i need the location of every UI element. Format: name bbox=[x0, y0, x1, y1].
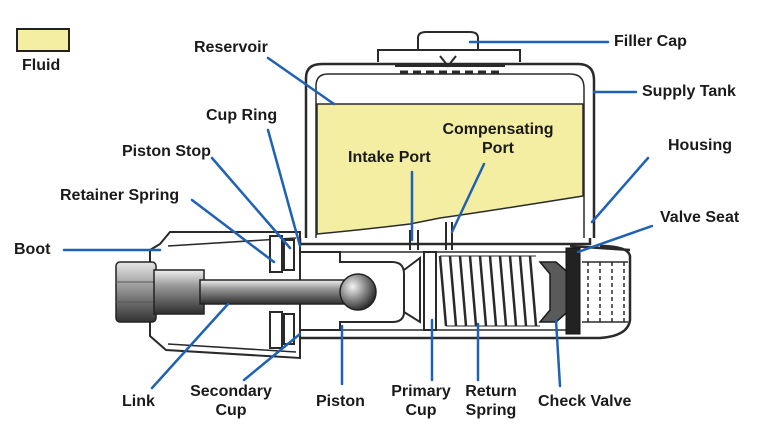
label-intake-port: Intake Port bbox=[348, 149, 431, 166]
label-compensating-port-line2: Port bbox=[482, 140, 514, 157]
label-primary-cup-line1: Primary bbox=[391, 383, 451, 400]
leader-secondary-cup bbox=[242, 332, 302, 382]
label-valve-seat: Valve Seat bbox=[660, 209, 740, 226]
label-piston-stop: Piston Stop bbox=[122, 143, 211, 160]
piston-stop-assembly bbox=[269, 235, 295, 349]
label-cup-ring: Cup Ring bbox=[206, 107, 278, 124]
leader-valve-seat bbox=[576, 224, 654, 254]
label-filler-cap: Filler Cap bbox=[614, 33, 687, 50]
label-secondary-cup-line1: Secondary bbox=[190, 383, 272, 400]
label-piston: Piston bbox=[316, 393, 365, 410]
label-link: Link bbox=[122, 393, 155, 410]
bore bbox=[310, 251, 580, 331]
fluid-legend-swatch bbox=[16, 28, 70, 52]
leader-check-valve bbox=[554, 318, 562, 388]
label-reservoir: Reservoir bbox=[194, 39, 268, 56]
label-primary-cup: Primary Cup bbox=[386, 382, 456, 420]
label-boot: Boot bbox=[14, 241, 51, 258]
outlet-threads bbox=[582, 261, 628, 323]
fluid-region bbox=[316, 103, 584, 235]
piston-body bbox=[300, 251, 405, 331]
label-housing: Housing bbox=[668, 137, 732, 154]
label-return-spring: Return Spring bbox=[456, 382, 526, 420]
valve-seat-shape bbox=[565, 247, 581, 335]
leader-piston-stop bbox=[210, 156, 292, 250]
label-supply-tank: Supply Tank bbox=[642, 83, 736, 100]
label-check-valve: Check Valve bbox=[538, 393, 632, 410]
leader-compensating-port bbox=[450, 162, 486, 234]
label-return-spring-line2: Spring bbox=[465, 402, 517, 419]
label-return-spring-line1: Return bbox=[465, 383, 517, 400]
link-nut bbox=[115, 261, 157, 323]
supply-tank-inner bbox=[315, 73, 585, 238]
filler-cap bbox=[377, 31, 521, 74]
leader-reservoir bbox=[266, 56, 336, 106]
leader-lines bbox=[62, 40, 654, 390]
primary-cup-shape bbox=[423, 251, 437, 331]
link-rod bbox=[199, 279, 361, 305]
return-spring bbox=[438, 255, 540, 327]
label-retainer-spring: Retainer Spring bbox=[60, 187, 180, 204]
label-primary-cup-line2: Cup bbox=[405, 402, 437, 419]
leader-retainer-spring bbox=[190, 198, 276, 264]
link-ball bbox=[339, 273, 377, 311]
label-secondary-cup: Secondary Cup bbox=[186, 382, 276, 420]
leader-cup-ring bbox=[266, 128, 302, 248]
label-secondary-cup-line2: Cup bbox=[215, 402, 247, 419]
label-compensating-port: Compensating Port bbox=[438, 120, 558, 158]
label-compensating-port-line1: Compensating bbox=[442, 121, 554, 138]
link-rod-collar bbox=[153, 269, 205, 315]
fluid-legend-label: Fluid bbox=[22, 57, 61, 74]
port-passages bbox=[409, 222, 453, 250]
leader-housing bbox=[590, 156, 650, 224]
leader-link bbox=[150, 302, 230, 390]
